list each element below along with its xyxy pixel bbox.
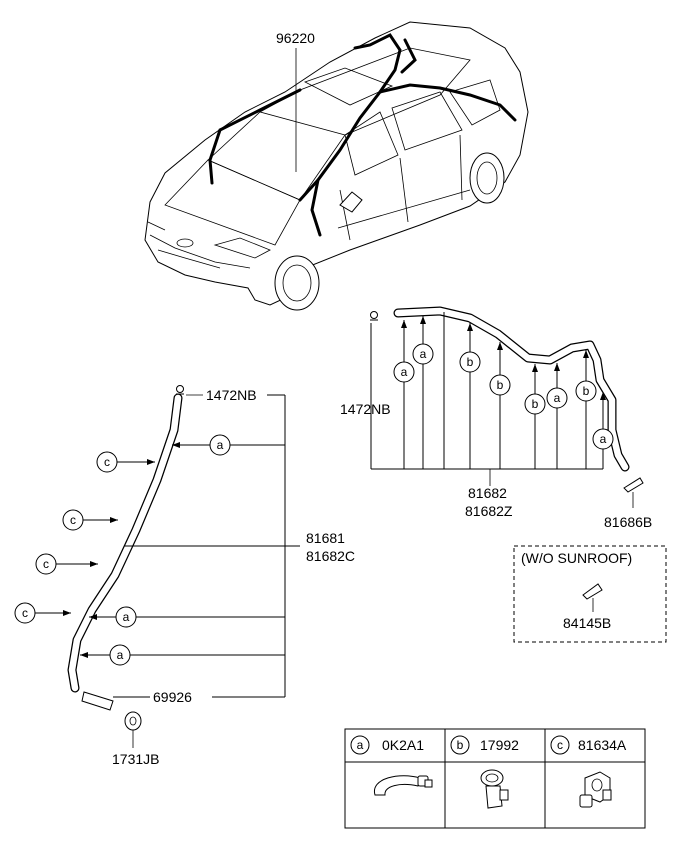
- grommet-81686b-icon: [623, 477, 644, 493]
- svg-text:b: b: [583, 384, 590, 398]
- grommet-84145b-icon: [582, 583, 603, 600]
- car-illustration: [144, 21, 529, 311]
- part-1731jb-label: 1731JB: [112, 751, 159, 767]
- svg-text:a: a: [401, 365, 408, 379]
- callout-a-3: [109, 644, 131, 666]
- part-96220-label: 96220: [276, 30, 315, 46]
- right-hose-assembly: [370, 306, 644, 508]
- svg-text:b: b: [497, 378, 504, 392]
- legend-table: a 0K2A1 b 17992 c 81634A: [344, 728, 646, 829]
- svg-text:a: a: [600, 432, 607, 446]
- legend-b-part: 17992: [480, 737, 519, 753]
- legend-c-part: 81634A: [578, 737, 627, 753]
- legend-a-part: 0K2A1: [382, 737, 424, 753]
- svg-text:c: c: [22, 606, 28, 620]
- retainer-clip-icon: [579, 771, 612, 808]
- part-1472nb-right-label: 1472NB: [340, 401, 391, 417]
- sunroof-note-box: [513, 545, 667, 643]
- part-81686b-label: 81686B: [604, 514, 652, 530]
- band-clamp-icon: [480, 769, 509, 809]
- svg-text:c: c: [104, 455, 110, 469]
- svg-text:a: a: [554, 391, 561, 405]
- part-81682-label: 81682: [468, 485, 507, 501]
- part-84145b-label: 84145B: [563, 615, 611, 631]
- svg-text:a: a: [420, 347, 427, 361]
- part-81682c-label: 81682C: [306, 548, 355, 564]
- svg-text:c: c: [70, 513, 76, 527]
- svg-text:a: a: [357, 738, 364, 752]
- svg-text:b: b: [457, 738, 464, 752]
- grommet-icon: [124, 711, 142, 731]
- svg-text:c: c: [557, 738, 563, 752]
- callout-a-1: [209, 434, 231, 456]
- svg-text:a: a: [123, 610, 130, 624]
- svg-text:b: b: [532, 397, 539, 411]
- svg-text:a: a: [117, 648, 124, 662]
- part-81681-label: 81681: [306, 530, 345, 546]
- left-hose-assembly: [67, 385, 184, 731]
- sunroof-note-label: (W/O SUNROOF): [521, 550, 632, 566]
- hose-clip-icon: [374, 775, 433, 796]
- svg-text:b: b: [467, 355, 474, 369]
- svg-text:c: c: [43, 557, 49, 571]
- callout-a-2: [115, 606, 137, 628]
- part-1472nb-left-label: 1472NB: [206, 387, 257, 403]
- callout-c-group: c c c c: [14, 451, 155, 624]
- part-69926-label: 69926: [153, 689, 192, 705]
- right-callouts: a a b b b a b a: [393, 312, 614, 469]
- drain-fitting-icon: [81, 691, 114, 711]
- svg-text:a: a: [217, 438, 224, 452]
- part-81682z-label: 81682Z: [465, 503, 513, 519]
